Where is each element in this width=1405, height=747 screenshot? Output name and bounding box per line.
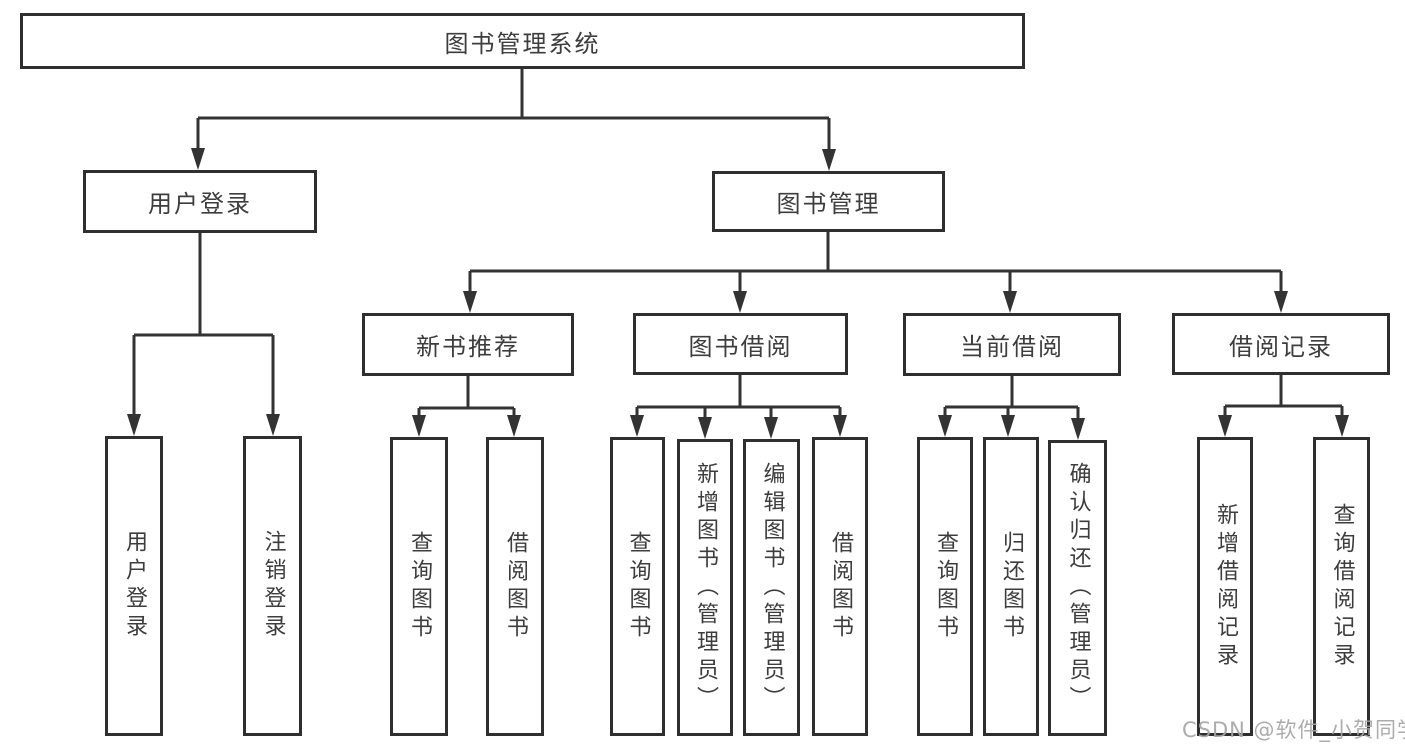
leaf-borrowing-query-books: 查询图书 <box>610 437 665 736</box>
node-user-login-branch: 用户登录 <box>83 170 317 233</box>
leaf-current-confirm-return-admin: 确认归还（管理员） <box>1048 440 1107 736</box>
leaf-records-query-borrow-record: 查询借阅记录 <box>1313 437 1370 736</box>
node-borrowing-records: 借阅记录 <box>1172 313 1390 375</box>
leaf-current-return-books: 归还图书 <box>983 437 1039 736</box>
leaf-borrowing-add-books-admin: 新增图书（管理员） <box>677 439 733 736</box>
leaf-label: 借阅图书 <box>503 530 528 643</box>
node-label: 新书推荐 <box>416 333 520 361</box>
node-label: 图书管理 <box>776 190 881 218</box>
leaf-newbook-borrow-books: 借阅图书 <box>486 437 544 736</box>
node-new-book-recommendation: 新书推荐 <box>362 313 574 376</box>
node-book-borrowing: 图书借阅 <box>633 313 848 375</box>
node-book-management-branch: 图书管理 <box>712 171 945 232</box>
node-current-borrowing: 当前借阅 <box>903 313 1121 376</box>
leaf-label: 查询图书 <box>933 530 958 643</box>
node-label: 借阅记录 <box>1229 332 1333 361</box>
leaf-label: 注销登录 <box>260 530 286 642</box>
leaf-label: 用户登录 <box>122 530 147 642</box>
node-label: 图书借阅 <box>688 332 793 361</box>
leaf-label: 查询图书 <box>625 530 651 643</box>
leaf-logout: 注销登录 <box>243 436 302 736</box>
leaf-label: 查询图书 <box>407 530 432 643</box>
node-label: 当前借阅 <box>960 333 1064 361</box>
leaf-current-query-books: 查询图书 <box>917 437 973 736</box>
leaf-borrowing-edit-books-admin: 编辑图书（管理员） <box>743 439 800 736</box>
leaf-label: 确认归还（管理员） <box>1065 462 1091 714</box>
node-label: 用户登录 <box>148 190 252 218</box>
leaf-label: 查询借阅记录 <box>1329 502 1355 671</box>
leaf-label: 编辑图书（管理员） <box>759 461 785 714</box>
leaf-user-login: 用户登录 <box>105 436 163 736</box>
node-label: 图书管理系统 <box>444 29 601 58</box>
leaf-borrowing-borrow-books: 借阅图书 <box>812 437 868 736</box>
leaf-records-add-borrow-record: 新增借阅记录 <box>1197 437 1253 736</box>
arrowhead-icons <box>127 148 1349 440</box>
leaf-label: 新增借阅记录 <box>1213 502 1238 671</box>
leaf-newbook-query-books: 查询图书 <box>390 437 448 736</box>
watermark: CSDN @软件_小贺同学 <box>1182 718 1405 742</box>
leaf-label: 新增图书（管理员） <box>693 461 718 714</box>
leaf-label: 借阅图书 <box>828 530 853 643</box>
node-library-management-system: 图书管理系统 <box>20 13 1025 69</box>
leaf-label: 归还图书 <box>999 530 1024 643</box>
